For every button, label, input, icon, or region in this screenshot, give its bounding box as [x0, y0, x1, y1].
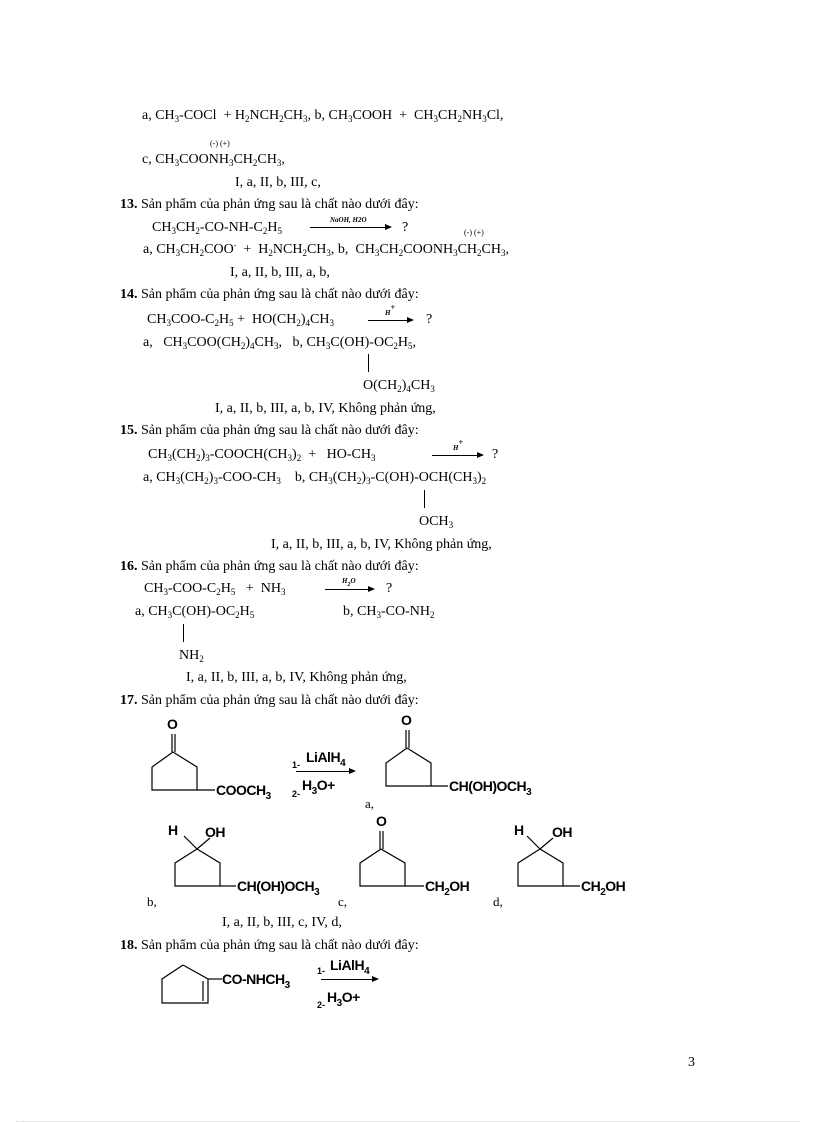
q16-option-a: a, CH3C(OH)-OC2H5 — [135, 604, 255, 620]
q17-b-substituent: CH(OH)OCH3 — [237, 878, 320, 898]
q14-substituent: O(CH2)4CH3 — [363, 378, 435, 394]
reaction-arrow-icon — [325, 586, 375, 592]
q18-substituent: CO-NHCH3 — [222, 971, 290, 991]
q16-reagent: H2O — [342, 577, 356, 588]
q18-reagent1: LiAlH4 — [330, 957, 370, 977]
q18-step1: 1- — [317, 966, 326, 976]
reaction-arrow-icon — [310, 224, 392, 230]
q13-reagent: NaOH, H2O — [330, 216, 367, 224]
q17-b-h: H — [168, 822, 178, 838]
q14-question-mark: ? — [426, 312, 433, 327]
q17-c-substituent: CH2OH — [425, 878, 470, 898]
q13-options: a, CH3CH2COO- + H2NCH2CH3, b, CH3CH2COON… — [143, 241, 509, 258]
bond-line — [424, 490, 425, 508]
q17-b-oh: OH — [205, 824, 226, 840]
bond-line — [183, 624, 184, 642]
q17-option-c-label: c, — [338, 894, 348, 909]
q18-prompt: 18. Sản phẩm của phản ứng sau là chất nà… — [120, 938, 419, 953]
q17-reagent1: LiAlH4 — [306, 749, 346, 769]
q14-reagent: H+ — [385, 303, 396, 318]
q15-question-mark: ? — [492, 447, 499, 462]
q17-d-oh: OH — [552, 824, 573, 840]
reaction-arrow-icon — [321, 976, 379, 982]
q17-start-substituent: COOCH3 — [216, 782, 271, 802]
q16-prompt: 16. Sản phẩm của phản ứng sau là chất nà… — [120, 559, 419, 574]
q16-answers: I, a, II, b, III, a, b, IV, Không phản ứ… — [186, 670, 407, 685]
q15-answers: I, a, II, b, III, a, b, IV, Không phản ứ… — [271, 537, 492, 552]
q18-step2: 2- — [317, 1000, 326, 1010]
q12-answers: I, a, II, b, III, c, — [235, 175, 321, 190]
q17-step1: 1- — [292, 760, 301, 770]
q16-option-b: b, CH3-CO-NH2 — [343, 604, 435, 620]
reaction-arrow-icon — [432, 452, 484, 458]
q17-d-substituent: CH2OH — [581, 878, 626, 898]
q16-question-mark: ? — [386, 581, 393, 596]
q15-substituent: OCH3 — [419, 514, 454, 530]
q15-reagent: H+ — [453, 438, 464, 453]
q15-prompt: 15. Sản phẩm của phản ứng sau là chất nà… — [120, 423, 419, 438]
q12-option-c: c, CH3COONH3CH2CH3, — [142, 152, 285, 168]
q17-prompt: 17. Sản phẩm của phản ứng sau là chất nà… — [120, 693, 419, 708]
q12-charges: (-) (+) — [210, 139, 230, 148]
page-number: 3 — [688, 1055, 695, 1070]
q17-start-oxygen: O — [167, 716, 178, 732]
q17-option-d-label: d, — [493, 894, 503, 909]
q16-substituent: NH2 — [179, 648, 204, 664]
page-bottom-border — [16, 1121, 800, 1122]
q12-option-a-b: a, CH3-COCl + H2NCH2CH3, b, CH3COOH + CH… — [142, 108, 504, 124]
q13-reactant: CH3CH2-CO-NH-C2H5 — [152, 220, 283, 236]
q14-options: a, CH3COO(CH2)4CH3, b, CH3C(OH)-OC2H5, — [143, 335, 417, 351]
q15-options: a, CH3(CH2)3-COO-CH3 b, CH3(CH2)3-C(OH)-… — [143, 470, 487, 486]
q17-step2: 2- — [292, 789, 301, 799]
q17-a-substituent: CH(OH)OCH3 — [449, 778, 532, 798]
q18-reagent2: H3O+ — [327, 989, 360, 1009]
q17-reagent2: H3O+ — [302, 777, 335, 797]
q14-reactants: CH3COO-C2H5 + HO(CH2)4CH3 — [147, 312, 334, 328]
reaction-arrow-icon — [368, 317, 414, 323]
bond-line — [368, 354, 369, 372]
q16-reactants: CH3-COO-C2H5 + NH3 — [144, 581, 286, 597]
reaction-arrow-icon — [296, 768, 356, 774]
q17-option-a-label: a, — [365, 796, 375, 811]
q17-d-h: H — [514, 822, 524, 838]
q13-prompt: 13. Sản phẩm của phản ứng sau là chất nà… — [120, 197, 419, 212]
q17-c-oxygen: O — [376, 813, 387, 829]
q17-a-oxygen: O — [401, 712, 412, 728]
q14-answers: I, a, II, b, III, a, b, IV, Không phản ứ… — [215, 401, 436, 416]
q14-prompt: 14. Sản phẩm của phản ứng sau là chất nà… — [120, 287, 419, 302]
q17-answers: I, a, II, b, III, c, IV, d, — [222, 915, 342, 930]
q15-reactants: CH3(CH2)3-COOCH(CH3)2 + HO-CH3 — [148, 447, 376, 463]
q17-option-b-label: b, — [147, 894, 157, 909]
q13-charges: (-) (+) — [464, 228, 484, 237]
q13-question-mark: ? — [402, 220, 409, 235]
q13-answers: I, a, II, b, III, a, b, — [230, 265, 330, 280]
